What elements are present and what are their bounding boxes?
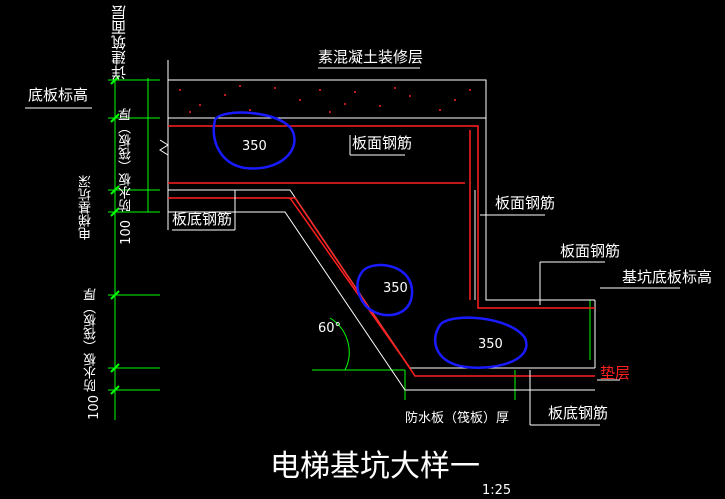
- finish-layer-label: 素混凝土装修层: [318, 48, 424, 66]
- markup-circles: [212, 111, 528, 369]
- page-title: 电梯基坑大样一: [270, 449, 480, 484]
- rebar-lines: [168, 125, 595, 377]
- dim-100-top: 100: [119, 220, 134, 245]
- waterproof-thickness-label-2: 防水板（筏板）厚: [84, 288, 99, 392]
- finish-layer-dots: [179, 85, 471, 113]
- dim-100-bottom: 100: [87, 395, 102, 420]
- scale-label: 1:25: [482, 483, 512, 498]
- dim-350-2: 350: [383, 281, 408, 296]
- bottom-rebar-label-1: 板底钢筋: [172, 210, 233, 228]
- cushion-label: 垫层: [600, 364, 631, 382]
- leader-lines: [25, 67, 680, 426]
- top-rebar-label-2: 板面钢筋: [495, 194, 556, 212]
- pit-bottom-level-label: 基坑底板标高: [622, 268, 713, 286]
- bottom-slab-level-label: 底板标高: [28, 86, 89, 104]
- top-rebar-label-1: 板面钢筋: [352, 134, 413, 152]
- dim-350-1: 350: [242, 139, 267, 154]
- waterproof-thickness-label-1: 防水板（筏板）厚: [119, 108, 134, 212]
- waterproof-thickness-label-3: 防水板（筏板）厚: [405, 411, 510, 426]
- angle-label: 60°: [318, 321, 342, 336]
- top-rebar-label-3: 板面钢筋: [560, 242, 621, 260]
- pit-depth-label: 电梯基坑深: [79, 175, 94, 240]
- bottom-rebar-label-2: 板底钢筋: [548, 404, 609, 422]
- building-floor-label: 详建筑面层: [110, 5, 128, 80]
- dim-350-3: 350: [478, 337, 503, 352]
- dimension-lines: [108, 78, 591, 420]
